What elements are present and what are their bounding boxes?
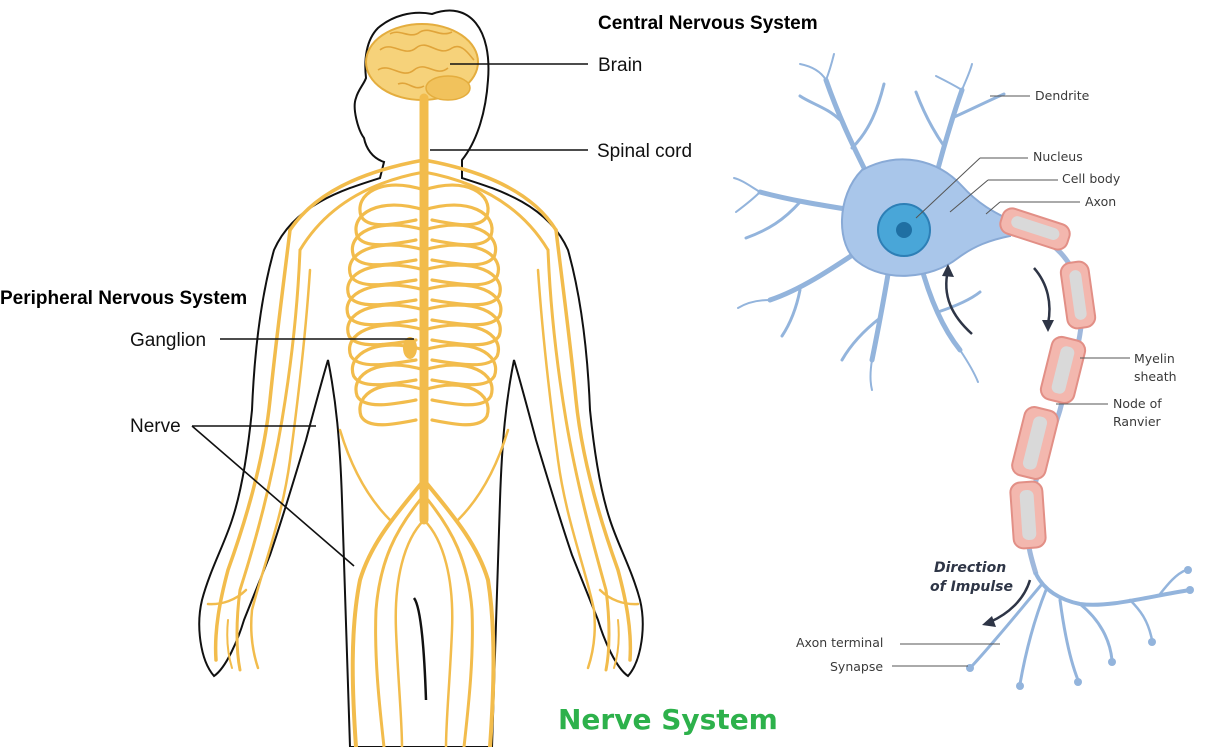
peripheral-nervous-system-heading: Peripheral Nervous System [0,288,247,309]
cell-body-label: Cell body [1062,171,1121,186]
node-of-ranvier-label-line2: Ranvier [1113,414,1162,429]
human-body-diagram: Central Nervous System Brain Spinal cord… [0,9,818,747]
impulse-arrow-3 [989,579,1032,624]
myelin-sheath-label-line1: Myelin [1134,351,1175,366]
impulse-arrow-1 [945,269,973,335]
nerve-label: Nerve [130,416,181,437]
intercostal-nerves [345,183,503,427]
nucleus-label: Nucleus [1033,149,1083,164]
nerve-network [206,93,640,747]
node-of-ranvier-label-line1: Node of [1113,396,1162,411]
axon-terminal-label: Axon terminal [796,635,883,650]
neuron-diagram: Dendrite Nucleus Cell body Axon Myelin s… [733,53,1194,690]
axon-label: Axon [1085,194,1116,209]
axon-terminals [966,566,1194,690]
central-nervous-system-heading: Central Nervous System [598,13,818,34]
intercostal-nerve [422,363,494,407]
intercostal-nerve [422,383,490,427]
direction-of-impulse-label-line1: Direction [934,560,1006,576]
ganglion-label: Ganglion [130,330,206,351]
brain-shape [365,23,479,101]
nerve-leader-2 [191,425,355,567]
spinal-cord-label: Spinal cord [597,141,692,162]
brain-label: Brain [598,55,642,76]
direction-of-impulse-label-line2: of Impulse [930,579,1013,595]
intercostal-nerve [354,363,426,407]
dendrite-label: Dendrite [1035,88,1090,103]
nucleolus-shape [896,222,912,238]
ganglion-shape [403,337,417,359]
figure-title: Nerve System [558,703,778,736]
myelin-sheaths [999,207,1097,550]
impulse-arrow-2 [1033,267,1051,325]
intercostal-nerve [358,383,426,427]
body-inner-leg-line [412,597,428,701]
myelin-sheath-label-line2: sheath [1134,369,1177,384]
synapse-label: Synapse [830,659,883,674]
